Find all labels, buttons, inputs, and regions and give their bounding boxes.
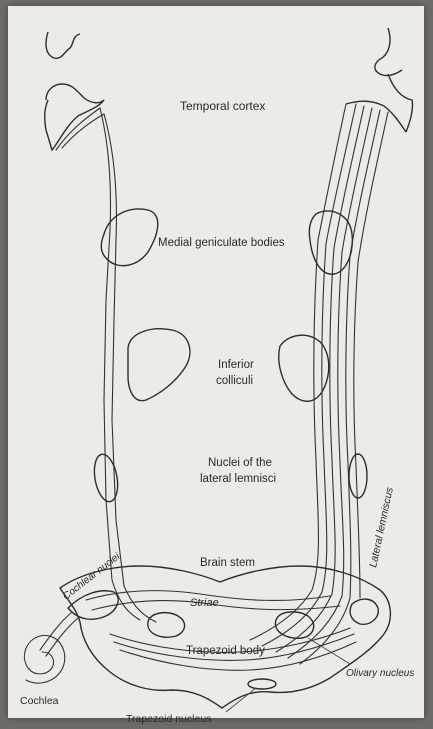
label-olivary-nucleus: Olivary nucleus (346, 668, 414, 679)
left-fiber-bundle (56, 108, 156, 622)
label-striae: Striae (190, 597, 219, 609)
trapezoid-nucleus-pointer (226, 688, 256, 712)
label-medial-geniculate: Medial geniculate bodies (158, 237, 285, 249)
brain-stem-outline (60, 566, 390, 708)
cochlear-nerve-2 (46, 618, 78, 656)
cochlear-nerve (40, 612, 72, 650)
label-inferior-colliculi-1: Inferior (218, 359, 254, 371)
cochlear-nuclei-right (350, 599, 378, 624)
label-trapezoid-body: Trapezoid body (186, 645, 265, 657)
trapezoid-nucleus (248, 679, 276, 689)
cochlea-spiral (24, 635, 64, 683)
label-cochlea: Cochlea (20, 695, 59, 707)
label-nuclei-lateral-1: Nuclei of the (208, 457, 272, 469)
left-olivary-nucleus (148, 613, 185, 638)
olivary-pointer (308, 638, 350, 664)
right-lateral-lemniscus-nucleus (349, 454, 367, 498)
label-cochlear-nuclei: Cochlear nuclei (61, 551, 123, 603)
label-brain-stem: Brain stem (200, 557, 255, 569)
left-cortex-outline (45, 32, 104, 150)
label-inferior-colliculi-2: colliculi (216, 375, 253, 387)
left-inferior-colliculus (128, 329, 190, 401)
label-temporal-cortex: Temporal cortex (180, 99, 265, 113)
left-cortex-fold (46, 84, 104, 103)
label-nuclei-lateral-2: lateral lemnisci (200, 473, 276, 485)
right-fiber-bundle (250, 104, 388, 664)
label-lateral-lemniscus: Lateral lemniscus (367, 485, 396, 568)
label-trapezoid-nucleus: Trapezoid nucleus (126, 713, 211, 725)
